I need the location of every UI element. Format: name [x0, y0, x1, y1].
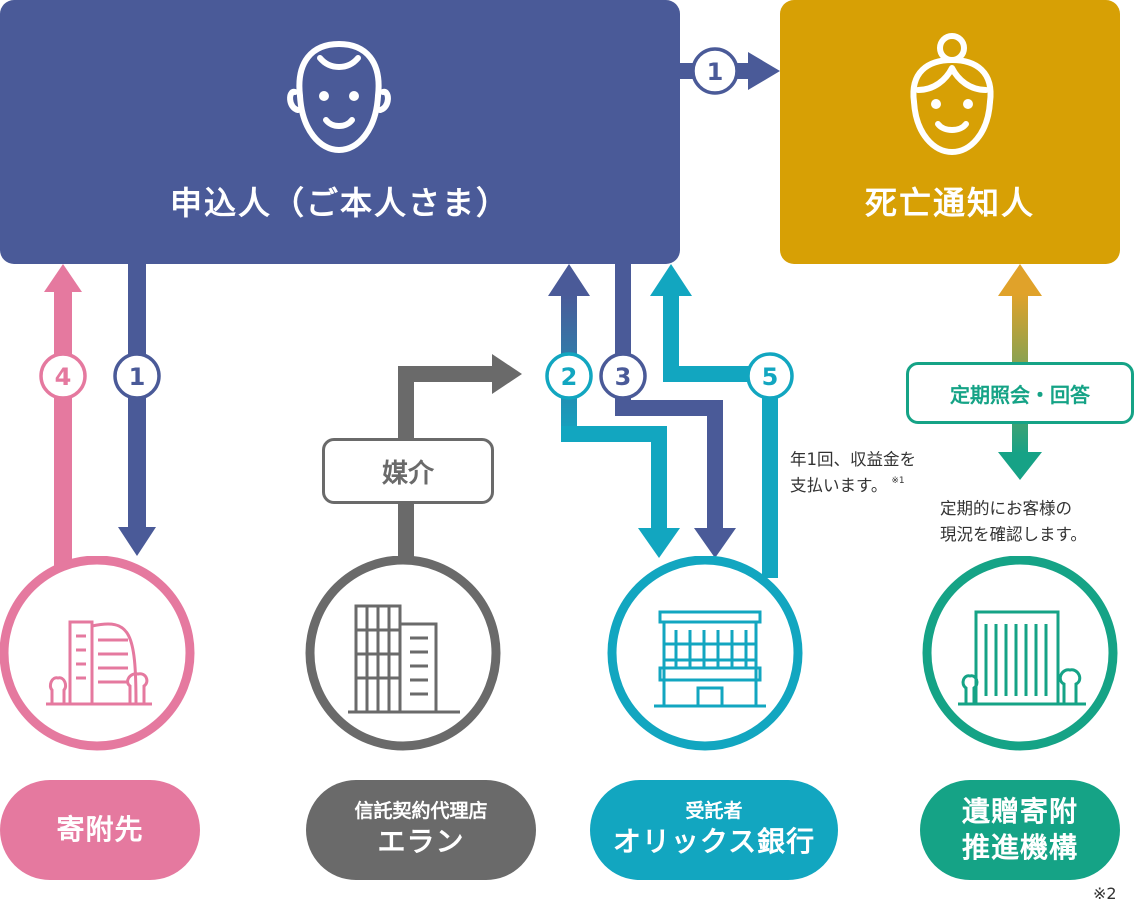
- building-icon: [958, 610, 1086, 706]
- step-number: 1: [129, 363, 146, 391]
- donee-name: 寄附先: [56, 812, 144, 846]
- footnote-mark-2: ※2: [1093, 884, 1117, 903]
- step-number: 5: [762, 363, 779, 391]
- applicant-title: 申込人（ご本人さま）: [169, 184, 510, 222]
- agent-sub: 信託契約代理店: [354, 800, 488, 823]
- step-number: 4: [55, 363, 72, 391]
- org-name-line2: 推進機構: [961, 831, 1078, 864]
- agent-label: 信託契約代理店 エラン: [306, 780, 536, 880]
- woman-person-icon: [910, 33, 994, 155]
- bank-building-icon: [654, 610, 766, 708]
- periodic-inquiry-tag: 定期照会・回答: [906, 362, 1134, 424]
- step-circle-5: 5: [746, 352, 794, 400]
- org-circle: [922, 556, 1118, 751]
- trustee-note-line2: 支払います。: [790, 475, 888, 495]
- trustee-note-line1: 年1回、収益金を: [790, 450, 916, 469]
- org-label: 遺贈寄附 推進機構: [920, 780, 1120, 880]
- applicant-box: 申込人（ご本人さま）: [0, 0, 680, 264]
- arrow-applicant-to-donee: [118, 264, 156, 556]
- org-note-line2: 現況を確認します。: [940, 524, 1087, 544]
- notifier-box: 死亡通知人: [780, 0, 1120, 264]
- arrow-donee-to-applicant: [44, 264, 82, 573]
- agent-name: エラン: [377, 825, 465, 859]
- notifier-title: 死亡通知人: [864, 184, 1035, 222]
- arrow-agent-mediation: [398, 354, 522, 566]
- org-note-line1: 定期的にお客様の: [940, 499, 1072, 518]
- mediation-tag: 媒介: [322, 438, 494, 504]
- step-circle-4: 4: [39, 352, 87, 400]
- footnote-mark-1: ※1: [891, 475, 905, 486]
- step-number: 1: [707, 58, 724, 86]
- elderly-person-icon: [287, 41, 391, 153]
- donee-circle: [0, 556, 195, 751]
- trustee-circle: [607, 556, 803, 751]
- trustee-sub: 受託者: [685, 800, 743, 823]
- trustee-label: 受託者 オリックス銀行: [590, 780, 838, 880]
- step-number: 3: [615, 363, 632, 391]
- step-circle-2: 2: [545, 352, 593, 400]
- arrow-trustee-to-applicant: [650, 264, 778, 578]
- building-icon: [348, 604, 460, 714]
- arrow-applicant-trustee-step3: [615, 264, 736, 558]
- step-number: 2: [561, 363, 578, 391]
- org-note: 定期的にお客様の 現況を確認します。: [940, 496, 1087, 547]
- entity-circles: [0, 556, 1118, 751]
- agent-circle: [305, 556, 501, 751]
- step-circle-3: 3: [599, 352, 647, 400]
- building-icon: [46, 620, 152, 706]
- step-circle-1-top: 1: [691, 47, 739, 95]
- trustee-name: オリックス銀行: [612, 825, 816, 859]
- donee-label: 寄附先: [0, 780, 200, 880]
- trustee-note: 年1回、収益金を 支払います。※1: [790, 447, 916, 498]
- org-name-line1: 遺贈寄附: [961, 794, 1078, 828]
- step-circle-1-left: 1: [113, 352, 161, 400]
